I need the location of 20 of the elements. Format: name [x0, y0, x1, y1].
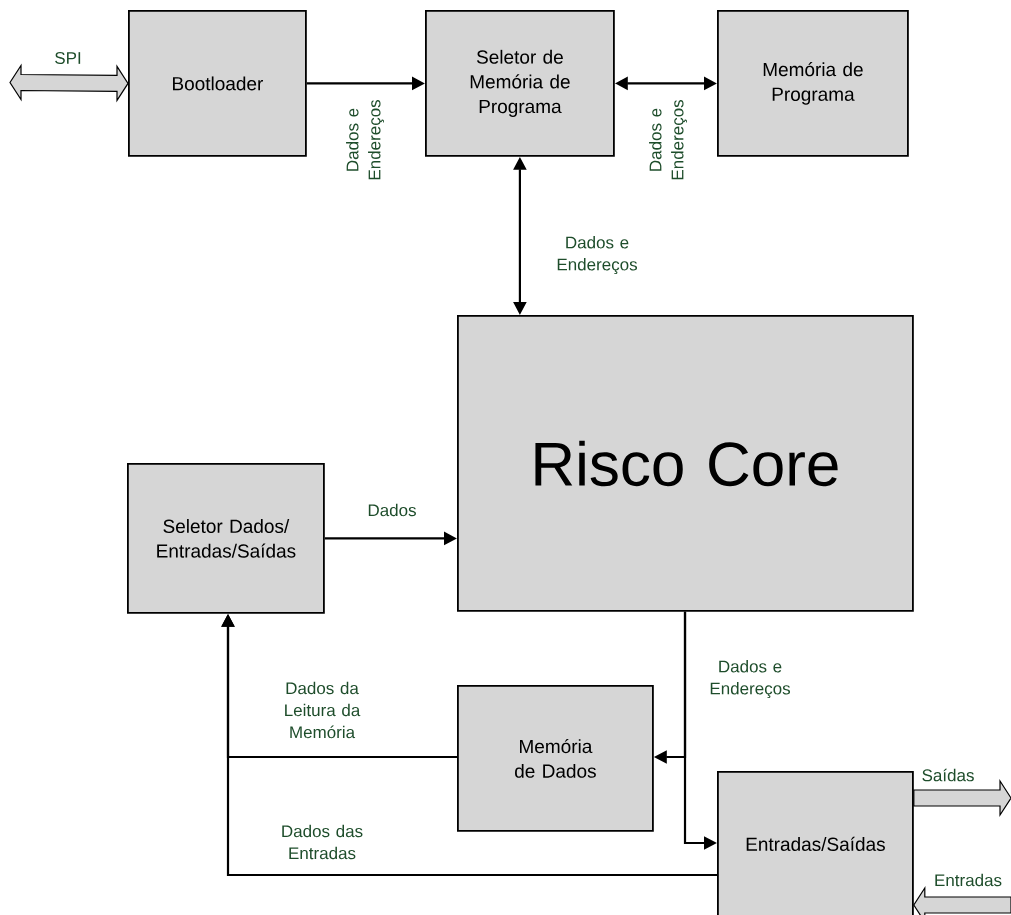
edge-label: Dados e Endereços [710, 660, 790, 698]
block-arrow [913, 885, 1011, 915]
edge-label: Dados e Endereços [557, 236, 637, 274]
edge-label: Dados e Endereços [346, 100, 384, 180]
block-box: Seletor de Memória de Programa [425, 10, 615, 157]
edge-label: Dados e Endereços [649, 100, 687, 180]
edge-label: Saídas [922, 768, 974, 782]
edge-label: Dados das Entradas [282, 824, 363, 860]
edge-label: Dados da Leitura da Memória [285, 681, 361, 739]
block-box: Memória de Programa [717, 10, 909, 157]
block-box: Entradas/Saídas [717, 771, 914, 915]
block-box: Seletor Dados/ Entradas/Saídas [127, 463, 325, 614]
block-arrow [9, 63, 129, 103]
edge-label: Entradas [935, 873, 1002, 887]
block-box: Bootloader [128, 10, 307, 157]
core-box: Risco Core [457, 315, 914, 612]
edge-label: SPI [55, 52, 81, 64]
block-arrow [913, 778, 1011, 818]
block-box: Memória de Dados [457, 685, 654, 832]
edge-label: Dados [368, 503, 416, 517]
